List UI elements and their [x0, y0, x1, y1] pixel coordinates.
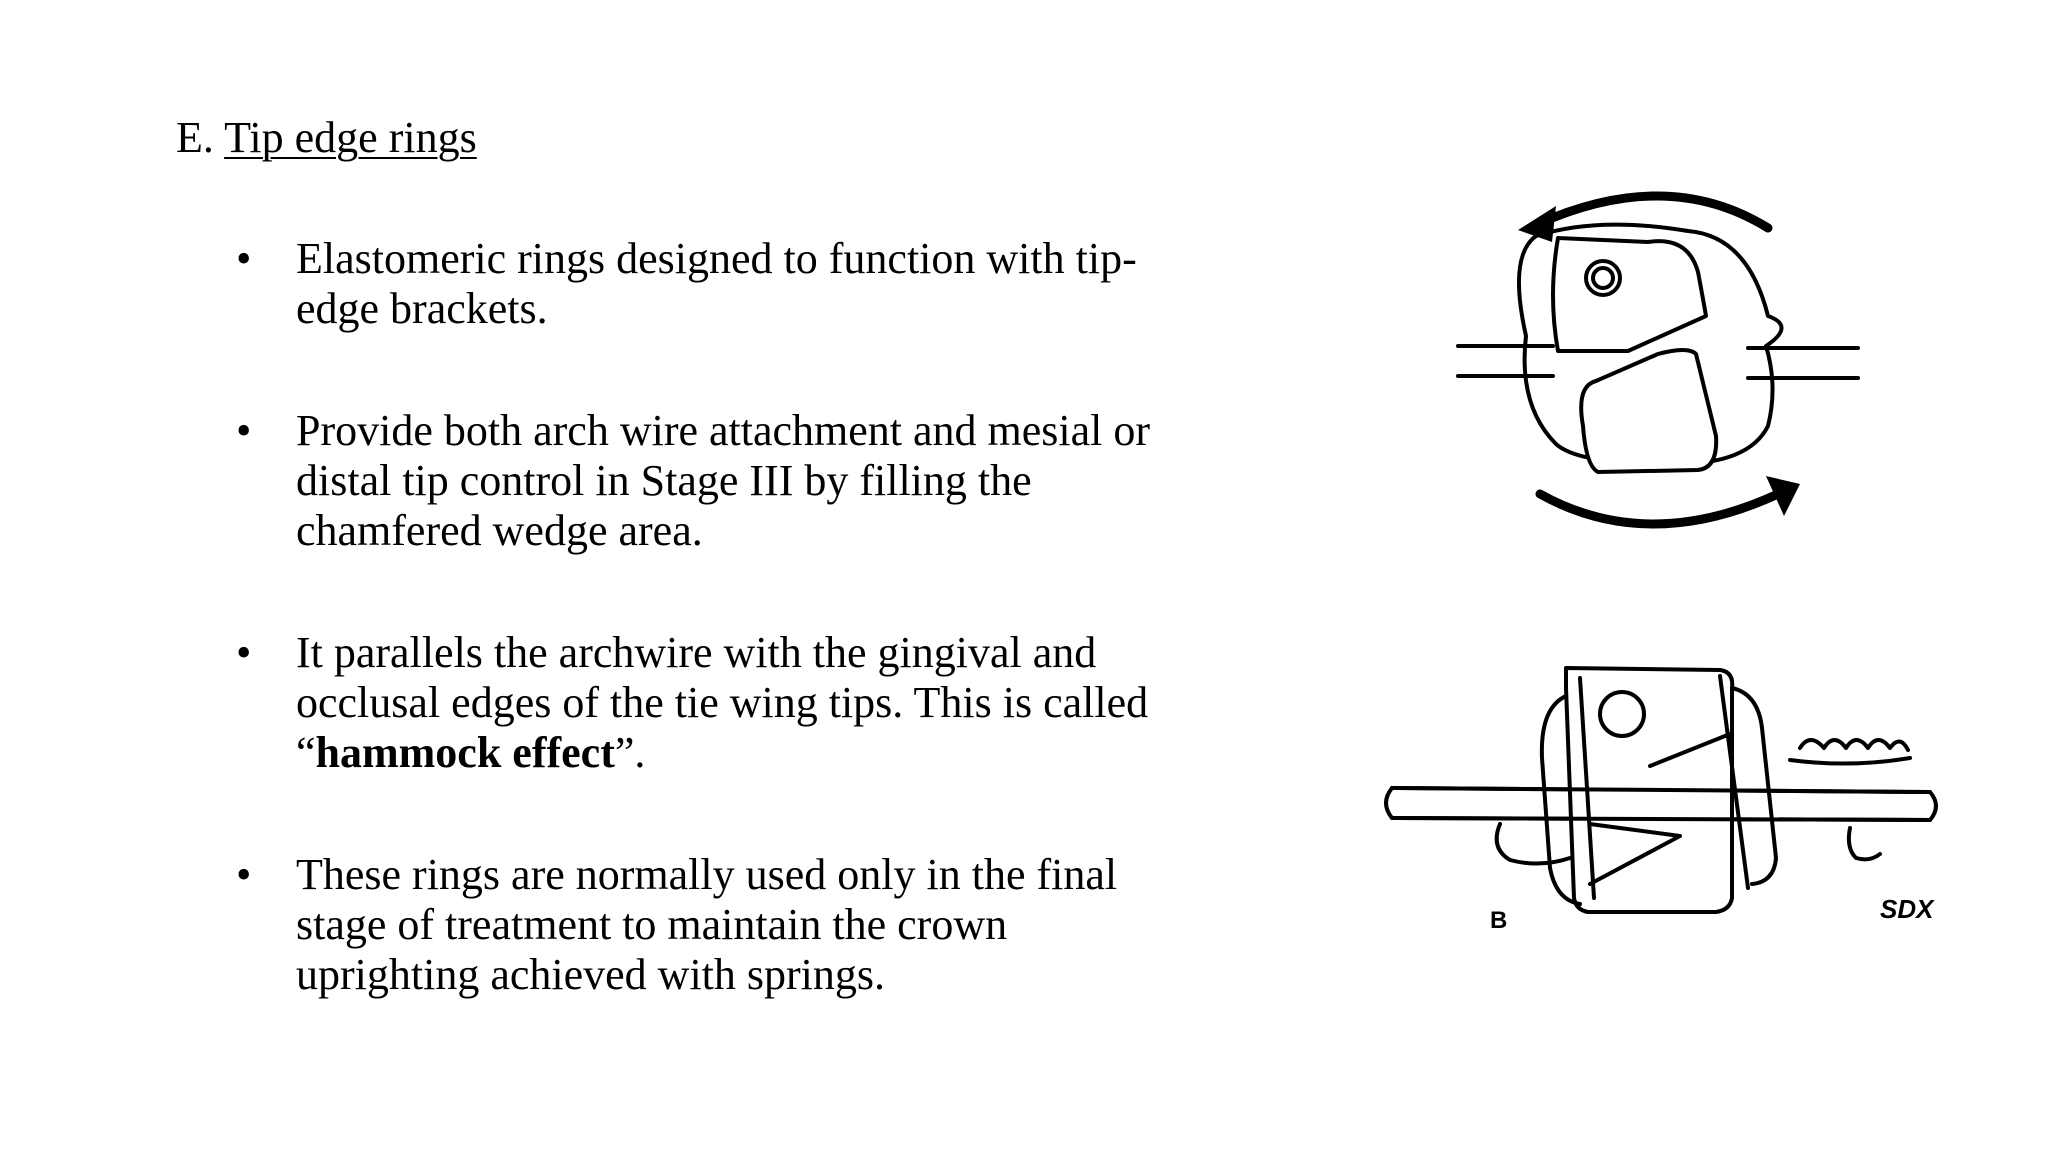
bullet-line: distal tip control in Stage III by filli…: [296, 456, 1032, 505]
bullet-line: Provide both arch wire attachment and me…: [296, 406, 1151, 455]
bullet-list: • Elastomeric rings designed to function…: [236, 234, 1296, 1072]
bullet-dot: •: [236, 406, 252, 455]
bullet-line: uprighting achieved with springs.: [296, 950, 886, 999]
bullet-line: It parallels the archwire with the gingi…: [296, 628, 1097, 677]
heading-prefix: E.: [176, 113, 225, 162]
section-heading: E. Tip edge rings: [176, 112, 477, 165]
bullet-item: • These rings are normally used only in …: [236, 850, 1296, 1000]
bracket-on-archwire-icon: B SDX: [1384, 666, 1938, 934]
open-quote: “: [296, 728, 316, 777]
bullet-line: Elastomeric rings designed to function w…: [296, 234, 1137, 283]
bullet-line: These rings are normally used only in th…: [296, 850, 1118, 899]
bullet-line: edge brackets.: [296, 284, 548, 333]
bullet-item: • Elastomeric rings designed to function…: [236, 234, 1296, 334]
bullet-dot: •: [236, 628, 252, 677]
bullet-line: occlusal edges of the tie wing tips. Thi…: [296, 678, 1149, 727]
hammock-effect-term: hammock effect: [315, 728, 615, 777]
close-quote: ”.: [614, 728, 646, 777]
bracket-on-archwire-illustration: B SDX: [1380, 648, 1960, 948]
heading-title: Tip edge rings: [224, 113, 477, 162]
bullet-item: • It parallels the archwire with the gin…: [236, 628, 1296, 778]
rotating-bracket-ring-illustration: [1448, 176, 1868, 556]
bullet-item: • Provide both arch wire attachment and …: [236, 406, 1296, 556]
bullet-line: chamfered wedge area.: [296, 506, 703, 555]
corner-mark-left: B: [1490, 907, 1507, 934]
bullet-dot: •: [236, 234, 252, 283]
bullet-line-with-bold: “hammock effect”.: [296, 728, 1296, 778]
bullet-line: stage of treatment to maintain the crown: [296, 900, 1008, 949]
corner-mark-right: SDX: [1880, 894, 1935, 924]
rotating-bracket-ring-icon: [1456, 191, 1860, 529]
bullet-dot: •: [236, 850, 252, 899]
